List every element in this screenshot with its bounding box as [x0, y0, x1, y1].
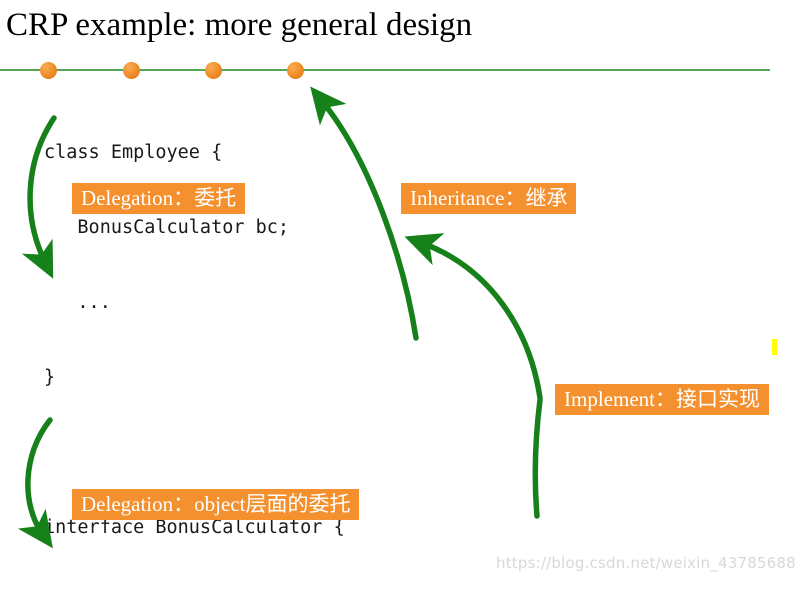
title-dot-2 — [123, 62, 140, 79]
title-dot-1 — [40, 62, 57, 79]
callout-delegation-object: Delegation：object层面的委托 — [72, 489, 360, 520]
page-title: CRP example: more general design — [6, 7, 473, 43]
title-dot-4 — [287, 62, 304, 79]
code-line-blank — [44, 440, 679, 465]
watermark-text: https://blog.csdn.net/weixin_43785688 — [496, 554, 796, 572]
callout-implement: Implement：接口实现 — [555, 384, 769, 415]
code-line: class Employee { — [44, 142, 223, 163]
code-line: ... — [44, 292, 111, 313]
callout-delegation-class: Delegation：委托 — [72, 183, 246, 214]
title-dot-3 — [205, 62, 222, 79]
code-line: BonusCalculator bc; — [44, 217, 290, 238]
code-listing: class Employee { BonusCalculator bc; ...… — [44, 90, 679, 589]
title-divider — [0, 69, 770, 71]
yellow-caret-mark — [772, 339, 777, 355]
code-line: } — [44, 367, 56, 388]
callout-inheritance: Inheritance：继承 — [401, 183, 577, 214]
code-line: interface BonusCalculator { — [44, 517, 345, 538]
